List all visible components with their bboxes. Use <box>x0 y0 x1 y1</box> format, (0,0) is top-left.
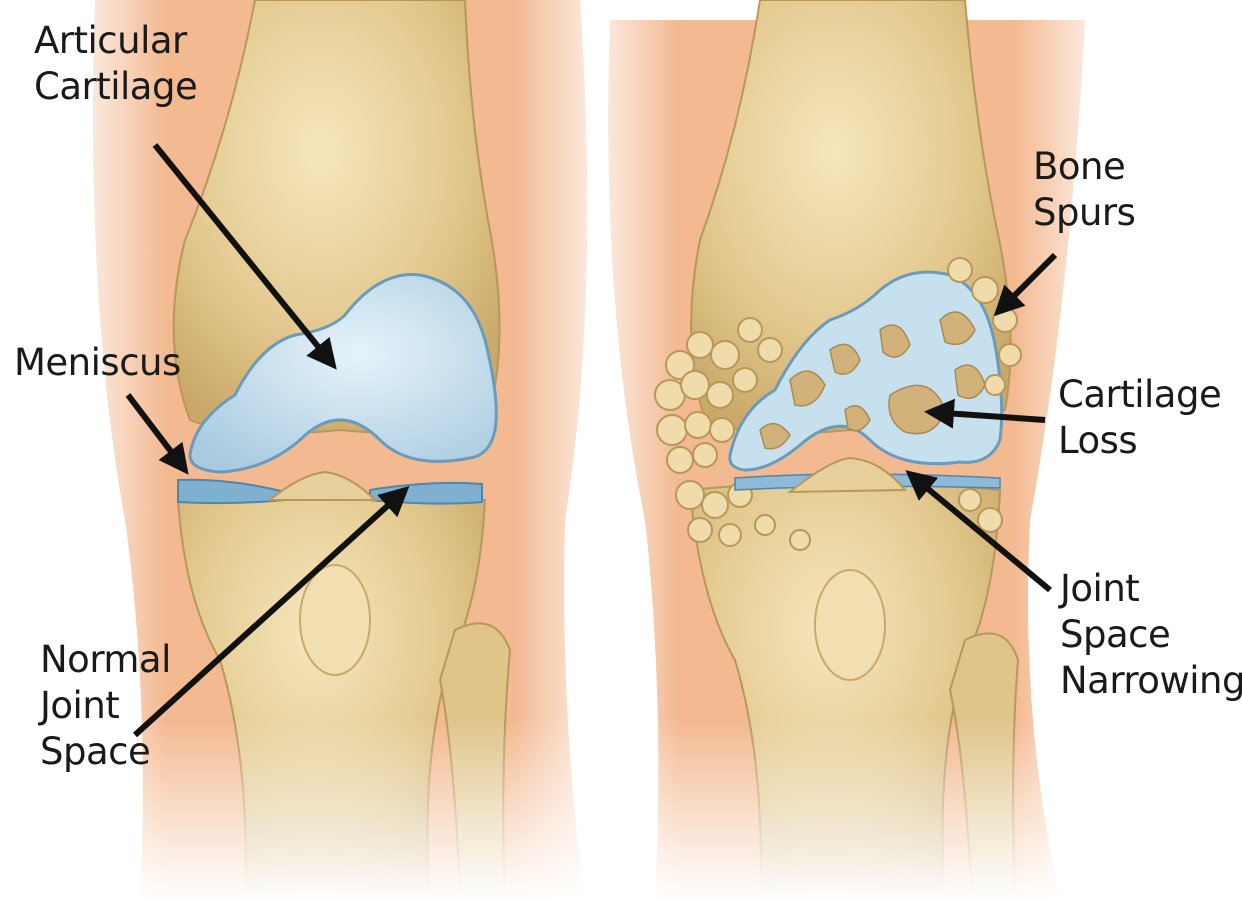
label-line: Articular <box>34 18 197 64</box>
label-line: Cartilage <box>1058 372 1221 418</box>
label-cartilage-loss: Cartilage Loss <box>1058 372 1221 464</box>
label-line: Space <box>1060 612 1242 658</box>
label-line: Bone <box>1033 144 1135 190</box>
label-line: Cartilage <box>34 64 197 110</box>
label-line: Narrowing <box>1060 658 1242 704</box>
label-line: Meniscus <box>14 340 181 386</box>
label-normal-joint-space: Normal Joint Space <box>40 637 171 775</box>
label-meniscus: Meniscus <box>14 340 181 386</box>
label-line: Joint <box>40 683 171 729</box>
label-line: Loss <box>1058 418 1221 464</box>
label-joint-space-narrowing: Joint Space Narrowing <box>1060 566 1242 704</box>
label-articular-cartilage: Articular Cartilage <box>34 18 197 110</box>
label-line: Normal <box>40 637 171 683</box>
label-bone-spurs: Bone Spurs <box>1033 144 1135 236</box>
label-line: Space <box>40 729 171 775</box>
label-line: Joint <box>1060 566 1242 612</box>
label-line: Spurs <box>1033 190 1135 236</box>
